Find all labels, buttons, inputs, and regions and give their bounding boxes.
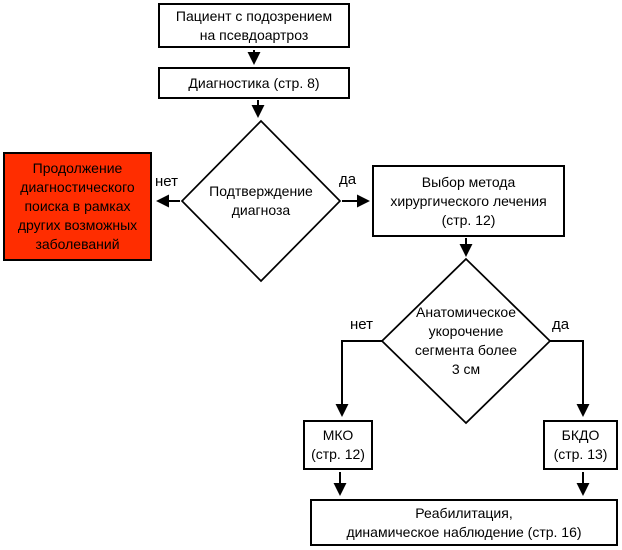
- arrow-shortening-yes-to-bkdo: [550, 340, 590, 417]
- node-choice-of-treatment: Выбор метода хирургического лечения (стр…: [372, 165, 565, 237]
- node-diagnostics: Диагностика (стр. 8): [158, 67, 350, 99]
- decision-shortening-label: Анатомическое укорочение сегмента более …: [414, 304, 518, 377]
- node-mko: МКО (стр. 12): [303, 420, 373, 470]
- branch-label-no-1: нет: [155, 173, 178, 190]
- node-patient: Пациент с подозрением на псевдоартроз: [158, 3, 350, 48]
- decision-diamond-shortening: [380, 257, 552, 425]
- node-continue-search: Продолжение диагностического поиска в ра…: [3, 152, 152, 261]
- node-rehabilitation: Реабилитация, динамическое наблюдение (с…: [310, 499, 618, 546]
- arrow-shortening-no-to-mko: [335, 340, 382, 417]
- decision-confirm-label: Подтверждение диагноза: [209, 183, 313, 218]
- branch-label-no-2: нет: [350, 316, 373, 333]
- decision-diamond-confirm: [180, 119, 342, 283]
- node-bkdo: БКДО (стр. 13): [543, 420, 618, 470]
- branch-label-yes-2: да: [552, 316, 570, 333]
- branch-label-yes-1: да: [339, 171, 357, 188]
